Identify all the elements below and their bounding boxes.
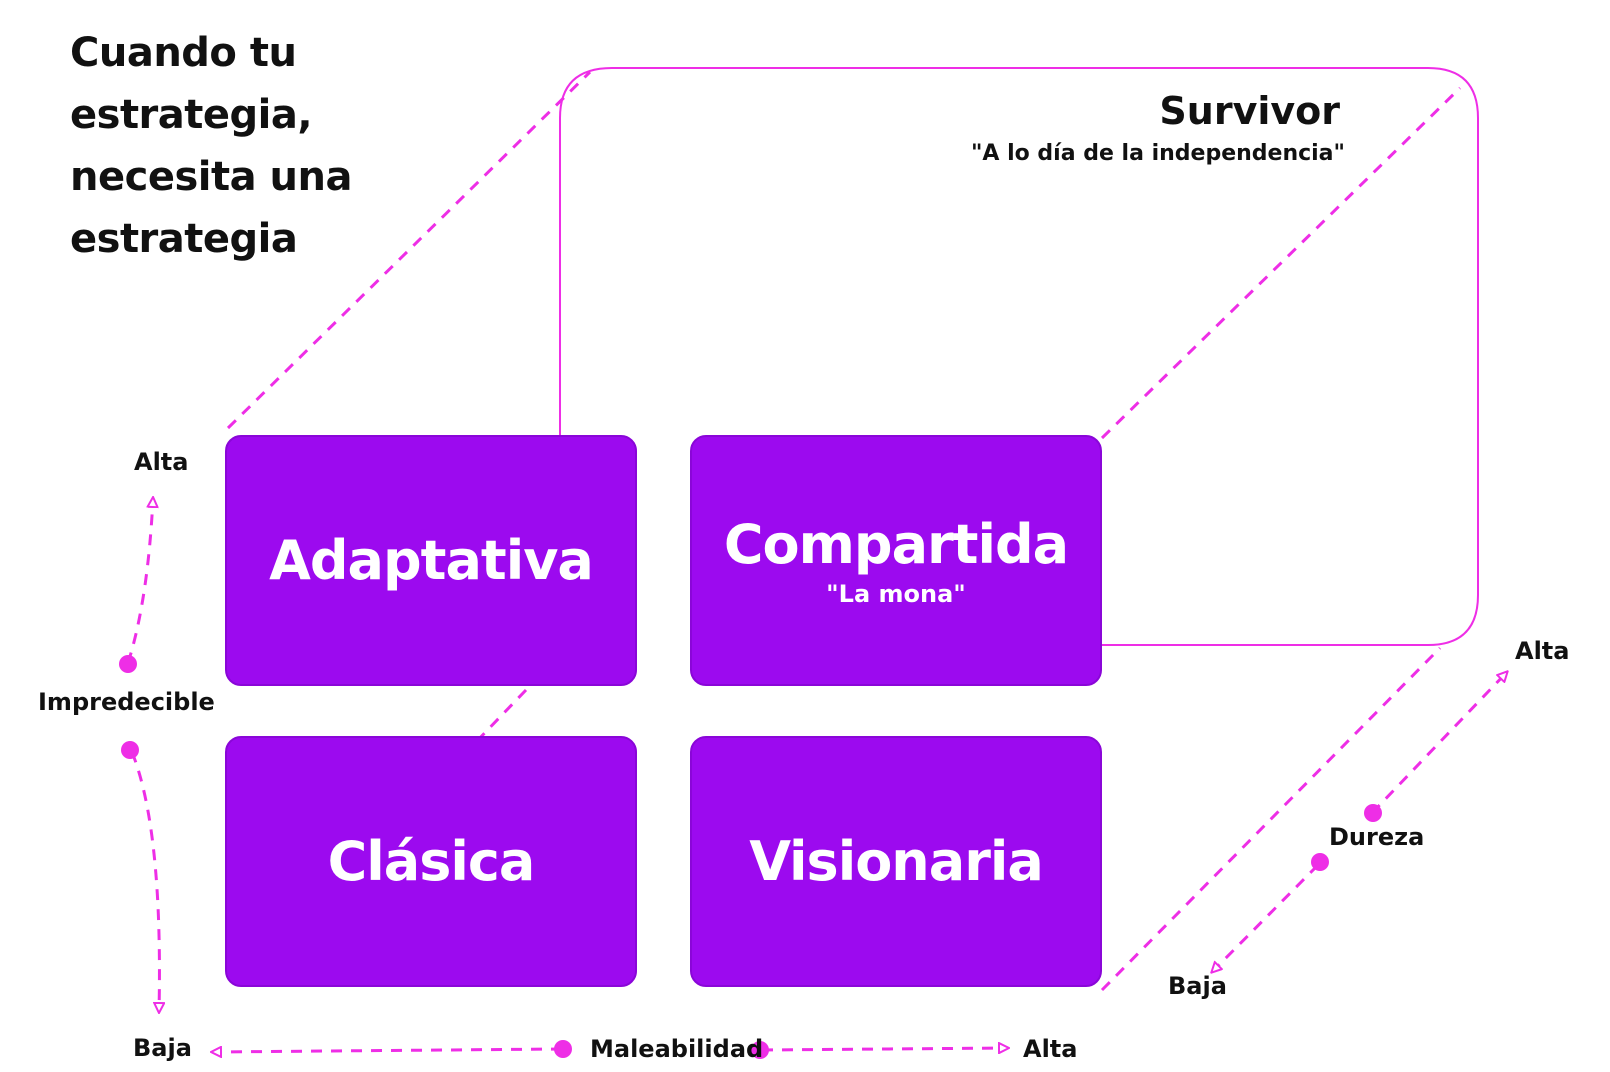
vertical-axis-low-label: Baja xyxy=(133,1034,192,1062)
connector-middle xyxy=(474,688,528,744)
survivor-subtitle: "A lo día de la independencia" xyxy=(970,141,1345,166)
connector-top-left xyxy=(226,70,592,430)
depth-connectors xyxy=(226,70,1462,992)
title-line-1: Cuando tu estrategia, xyxy=(70,30,313,138)
horizontal-axis-dot-left xyxy=(554,1040,572,1058)
depth-axis-dot-bottom xyxy=(1311,853,1329,871)
survivor-label: Survivor xyxy=(1159,89,1340,133)
title-line-2: necesita una xyxy=(70,154,352,200)
vertical-axis-down-arrow xyxy=(130,751,159,1012)
vertical-axis-name-label: Impredecible xyxy=(38,688,215,716)
vertical-axis xyxy=(119,498,159,1012)
quadrant-compartida-subtitle: "La mona" xyxy=(826,579,966,608)
vertical-axis-dot-bottom xyxy=(121,741,139,759)
depth-axis-dot-top xyxy=(1364,804,1382,822)
depth-axis-name-label: Dureza xyxy=(1329,823,1425,851)
depth-axis-low-label: Baja xyxy=(1168,972,1227,1000)
quadrant-clasica-label: Clásica xyxy=(327,829,536,893)
horizontal-axis-high-label: Alta xyxy=(1023,1035,1078,1063)
depth-axis-up-arrow xyxy=(1370,672,1507,815)
diagram-title: Cuando tu estrategia, necesita una estra… xyxy=(70,22,530,270)
vertical-axis-high-label: Alta xyxy=(134,448,189,476)
vertical-axis-up-arrow xyxy=(126,498,153,664)
horizontal-axis-dot-right xyxy=(751,1041,769,1059)
quadrant-compartida-label: Compartida xyxy=(723,512,1069,576)
quadrant-compartida: Compartida "La mona" xyxy=(690,435,1102,686)
horizontal-axis-left-arrow xyxy=(212,1049,563,1052)
depth-axis xyxy=(1212,672,1507,972)
horizontal-axis-name-label: Maleabilidad xyxy=(590,1035,764,1063)
depth-axis-down-arrow xyxy=(1212,863,1320,972)
title-line-3: estrategia xyxy=(70,216,298,262)
connector-top-right xyxy=(1100,86,1462,440)
horizontal-axis xyxy=(212,1040,1008,1059)
horizontal-axis-right-arrow xyxy=(761,1048,1008,1050)
connector-bottom-right xyxy=(1100,646,1442,992)
vertical-axis-dot-top xyxy=(119,655,137,673)
quadrant-adaptativa: Adaptativa xyxy=(225,435,637,686)
quadrant-visionaria-label: Visionaria xyxy=(749,829,1044,893)
quadrant-clasica: Clásica xyxy=(225,736,637,987)
quadrant-adaptativa-label: Adaptativa xyxy=(269,528,594,592)
quadrant-visionaria: Visionaria xyxy=(690,736,1102,987)
survivor-frame xyxy=(559,67,1479,646)
depth-axis-high-label: Alta xyxy=(1515,637,1570,665)
